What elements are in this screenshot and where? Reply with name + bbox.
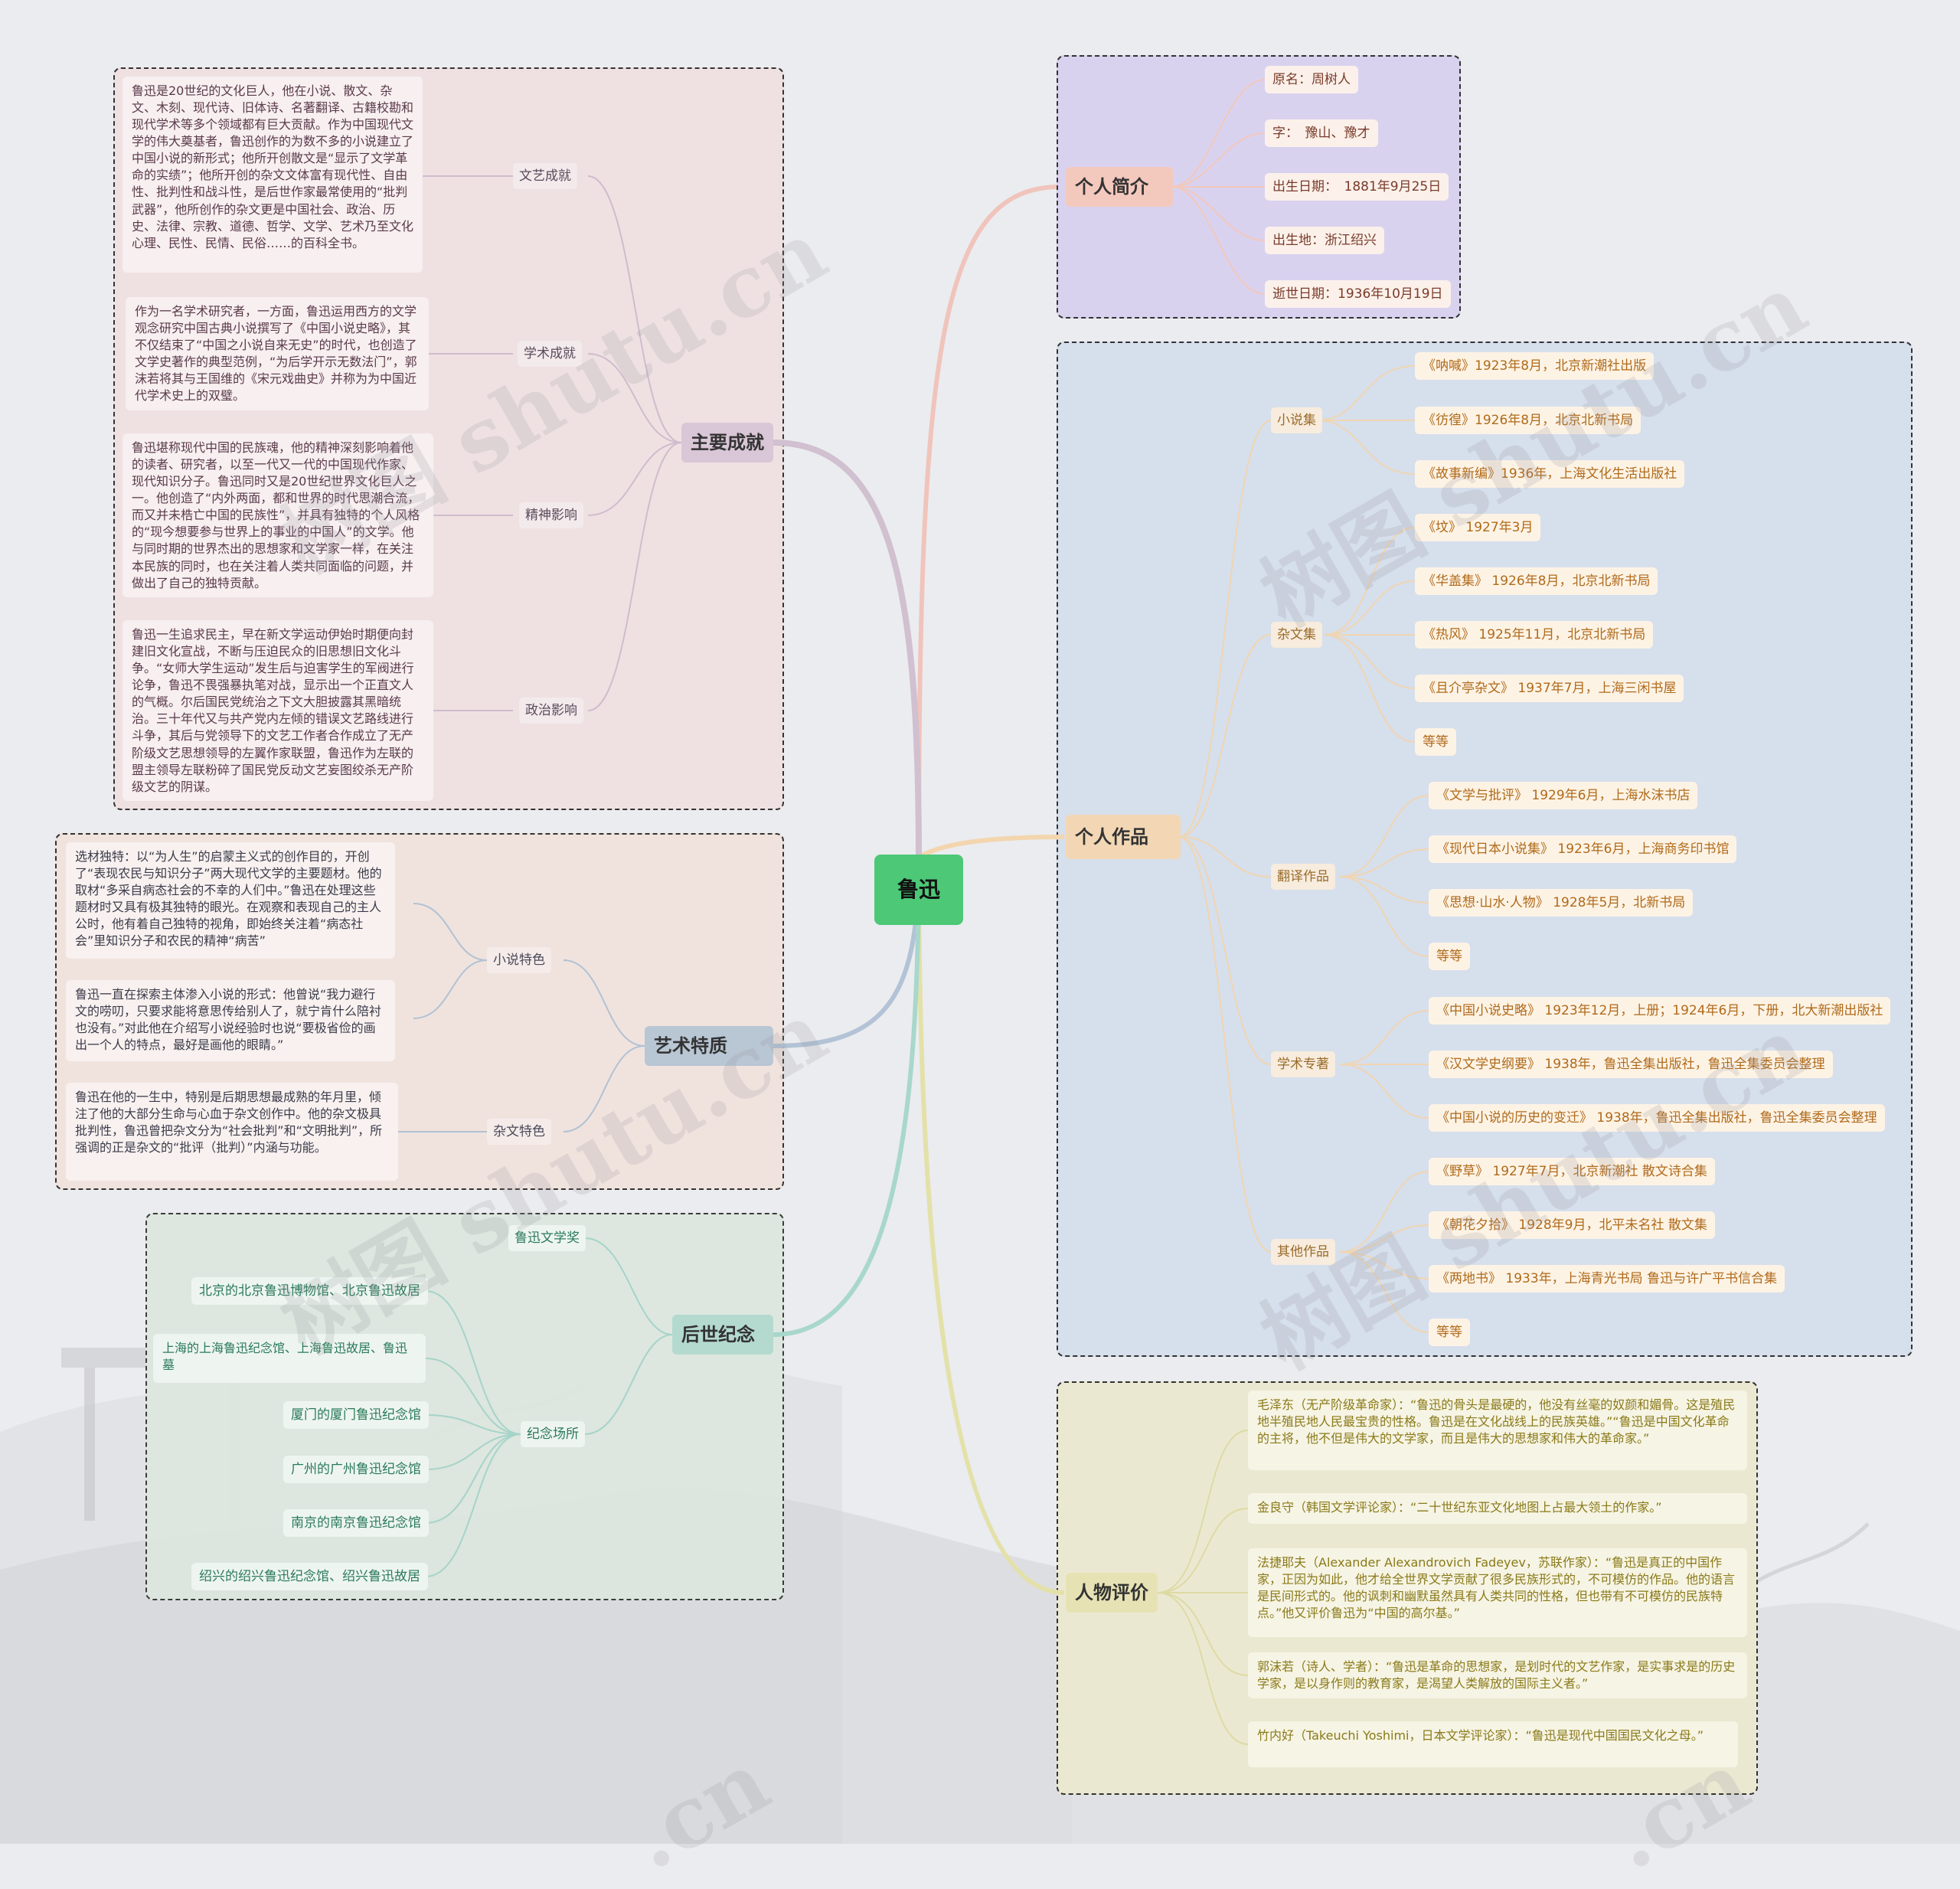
essay-item[interactable]: 《坟》 1927年3月: [1415, 514, 1541, 541]
works-translations[interactable]: 翻译作品: [1271, 864, 1335, 890]
memorial-place-item[interactable]: 广州的广州鲁迅纪念馆: [283, 1456, 429, 1483]
profile-item-birthplace[interactable]: 出生地：浙江绍兴: [1265, 227, 1384, 254]
topic-works[interactable]: 个人作品: [1066, 815, 1181, 859]
profile-item-death[interactable]: 逝世日期：1936年10月19日: [1265, 280, 1451, 308]
translation-item[interactable]: 等等: [1429, 943, 1470, 970]
topic-art[interactable]: 艺术特质: [645, 1026, 773, 1066]
other-work-item[interactable]: 《朝花夕拾》 1928年9月，北平未名社 散文集: [1429, 1211, 1715, 1239]
memorial-place-item[interactable]: 南京的南京鲁迅纪念馆: [283, 1509, 429, 1537]
art-novel[interactable]: 小说特色: [487, 947, 551, 973]
academic-work-item[interactable]: 《中国小说的历史的变迁》 1938年，鲁迅全集出版社，鲁迅全集委员会整理: [1429, 1104, 1885, 1132]
essay-item[interactable]: 《且介亭杂文》 1937年7月，上海三闲书屋: [1415, 675, 1684, 702]
review-item[interactable]: 法捷耶夫（Alexander Alexandrovich Fadeyev，苏联作…: [1248, 1548, 1747, 1637]
profile-item-birth[interactable]: 出生日期： 1881年9月25日: [1265, 173, 1449, 201]
other-work-item[interactable]: 《野草》 1927年7月，北京新潮社 散文诗合集: [1429, 1158, 1715, 1185]
review-item[interactable]: 毛泽东（无产阶级革命家）：“鲁迅的骨头是最硬的，他没有丝毫的奴颜和媚骨。这是殖民…: [1248, 1391, 1747, 1470]
achieve-academic[interactable]: 学术成就: [518, 341, 582, 367]
novel-item[interactable]: 《呐喊》1923年8月，北京新潮社出版: [1415, 352, 1655, 380]
memorial-place-item[interactable]: 北京的北京鲁迅博物馆、北京鲁迅故居: [191, 1277, 428, 1305]
other-work-item[interactable]: 等等: [1429, 1319, 1470, 1346]
academic-work-item[interactable]: 《汉文学史纲要》 1938年，鲁迅全集出版社，鲁迅全集委员会整理: [1429, 1051, 1833, 1078]
art-novel-text: 选材独特：以“为人生”的启蒙主义式的创作目的，开创了“表现农民与知识分子”两大现…: [66, 842, 395, 959]
topic-profile[interactable]: 个人简介: [1066, 167, 1173, 207]
profile-item-name[interactable]: 原名：周树人: [1265, 66, 1358, 93]
essay-item[interactable]: 《热风》 1925年11月，北京北新书局: [1415, 621, 1654, 649]
achieve-academic-text: 作为一名学术研究者，一方面，鲁迅运用西方的文学观念研究中国古典小说撰写了《中国小…: [126, 297, 429, 410]
translation-item[interactable]: 《思想·山水·人物》 1928年5月，北新书局: [1429, 889, 1694, 917]
works-academic[interactable]: 学术专著: [1271, 1051, 1335, 1077]
essay-item[interactable]: 《华盖集》 1926年8月，北京北新书局: [1415, 567, 1658, 595]
works-others[interactable]: 其他作品: [1271, 1239, 1335, 1265]
review-item[interactable]: 金良守（韩国文学评论家）：“二十世纪东亚文化地图上占最大领土的作家。”: [1248, 1493, 1747, 1524]
review-item[interactable]: 竹内好（Takeuchi Yoshimi，日本文学评论家）：“鲁迅是现代中国国民…: [1248, 1721, 1738, 1767]
other-work-item[interactable]: 《两地书》 1933年，上海青光书局 鲁迅与许广平书信合集: [1429, 1265, 1785, 1293]
academic-work-item[interactable]: 《中国小说史略》 1923年12月，上册；1924年6月，下册，北大新潮出版社: [1429, 997, 1891, 1025]
achieve-literary[interactable]: 文艺成就: [513, 163, 577, 189]
profile-item-courtesy[interactable]: 字： 豫山、豫才: [1265, 119, 1378, 147]
novel-item[interactable]: 《故事新编》1936年，上海文化生活出版社: [1415, 460, 1685, 488]
translation-item[interactable]: 《文学与批评》 1929年6月，上海水沫书店: [1429, 782, 1698, 809]
achieve-literary-text: 鲁迅是20世纪的文化巨人，他在小说、散文、杂文、木刻、现代诗、旧体诗、名著翻译、…: [122, 77, 423, 273]
memorial-places[interactable]: 纪念场所: [521, 1421, 585, 1447]
memorial-place-item[interactable]: 上海的上海鲁迅纪念馆、上海鲁迅故居、鲁迅墓: [153, 1334, 426, 1383]
memorial-award[interactable]: 鲁迅文学奖: [508, 1225, 586, 1251]
works-essays[interactable]: 杂文集: [1271, 622, 1322, 648]
translation-item[interactable]: 《现代日本小说集》 1923年6月，上海商务印书馆: [1429, 835, 1737, 863]
achieve-politics-text: 鲁迅一生追求民主，早在新文学运动伊始时期便向封建旧文化宣战，不断与压迫民众的旧思…: [122, 620, 433, 801]
memorial-region: [145, 1213, 784, 1600]
achieve-spirit-text: 鲁迅堪称现代中国的民族魂，他的精神深刻影响着他的读者、研究者，以至一代又一代的中…: [122, 433, 433, 597]
essay-item[interactable]: 等等: [1415, 728, 1456, 756]
memorial-place-item[interactable]: 绍兴的绍兴鲁迅纪念馆、绍兴鲁迅故居: [191, 1563, 428, 1590]
review-item[interactable]: 郭沫若（诗人、学者）：“鲁迅是革命的思想家，是划时代的文艺作家，是实事求是的历史…: [1248, 1652, 1747, 1698]
works-novels[interactable]: 小说集: [1271, 407, 1322, 433]
art-novel-text: 鲁迅一直在探索主体渗入小说的形式：他曾说“我力避行文的唠叨，只要求能将意思传给别…: [66, 980, 395, 1061]
topic-review[interactable]: 人物评价: [1066, 1573, 1158, 1613]
art-essay-text: 鲁迅在他的一生中，特别是后期思想最成熟的年月里，倾注了他的大部分生命与心血于杂文…: [66, 1083, 398, 1181]
achieve-spirit[interactable]: 精神影响: [519, 502, 583, 528]
topic-achieve[interactable]: 主要成就: [681, 423, 773, 462]
root-node[interactable]: 鲁迅: [874, 855, 963, 925]
achieve-politics[interactable]: 政治影响: [519, 698, 583, 724]
art-essay[interactable]: 杂文特色: [487, 1119, 551, 1145]
topic-memorial[interactable]: 后世纪念: [672, 1315, 773, 1355]
novel-item[interactable]: 《彷徨》1926年8月，北京北新书局: [1415, 407, 1642, 434]
memorial-place-item[interactable]: 厦门的厦门鲁迅纪念馆: [283, 1401, 429, 1429]
